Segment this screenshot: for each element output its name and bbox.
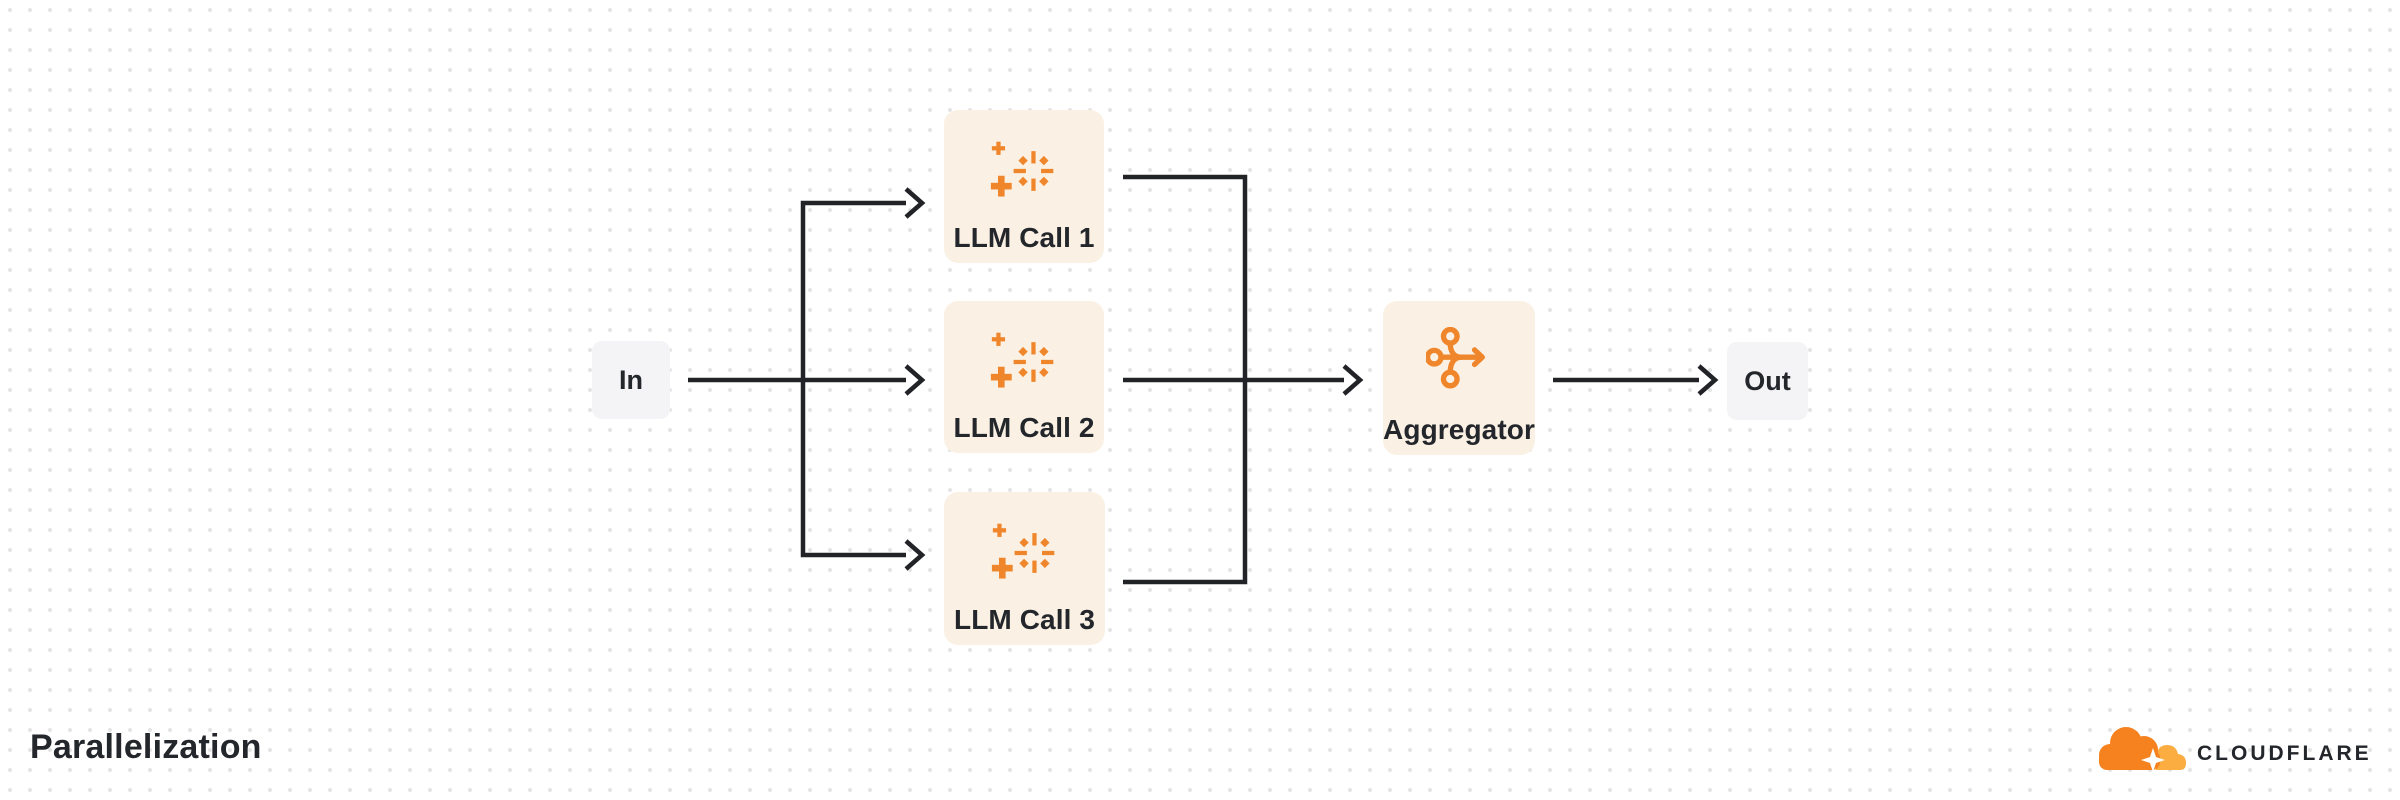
node-in: In [592,341,670,419]
node-out: Out [1727,342,1808,420]
sparkles-icon [991,523,1054,579]
connector-in-split [800,200,906,558]
arrowhead-aggregator [1342,364,1364,396]
node-llm-call-3-label: LLM Call 3 [953,604,1095,635]
cloudflare-logo: CLOUDFLARE [2096,719,2372,777]
arrowhead-out [1697,364,1719,396]
node-llm-call-2: LLM Call 2 [944,301,1104,453]
node-aggregator: Aggregator [1383,301,1535,455]
cloudflare-wordmark: CLOUDFLARE [2197,741,2372,765]
node-aggregator-label: Aggregator [1383,414,1535,445]
sparkles-icon [990,141,1054,197]
node-llm-call-1-label: LLM Call 1 [953,222,1095,253]
page-title: Parallelization [30,728,262,766]
arrowhead-llm3 [904,539,926,571]
node-in-label: In [619,364,643,395]
merge-arrow-icon [1426,327,1485,389]
sparkles-icon [990,332,1054,388]
node-llm-call-1: LLM Call 1 [944,110,1104,263]
node-llm-call-2-label: LLM Call 2 [953,412,1095,443]
node-out-label: Out [1744,365,1791,396]
arrowhead-llm1 [904,187,926,219]
node-llm-call-3: LLM Call 3 [944,492,1105,645]
arrowhead-llm2 [904,364,926,396]
cloudflare-cloud-icon [2099,727,2186,772]
